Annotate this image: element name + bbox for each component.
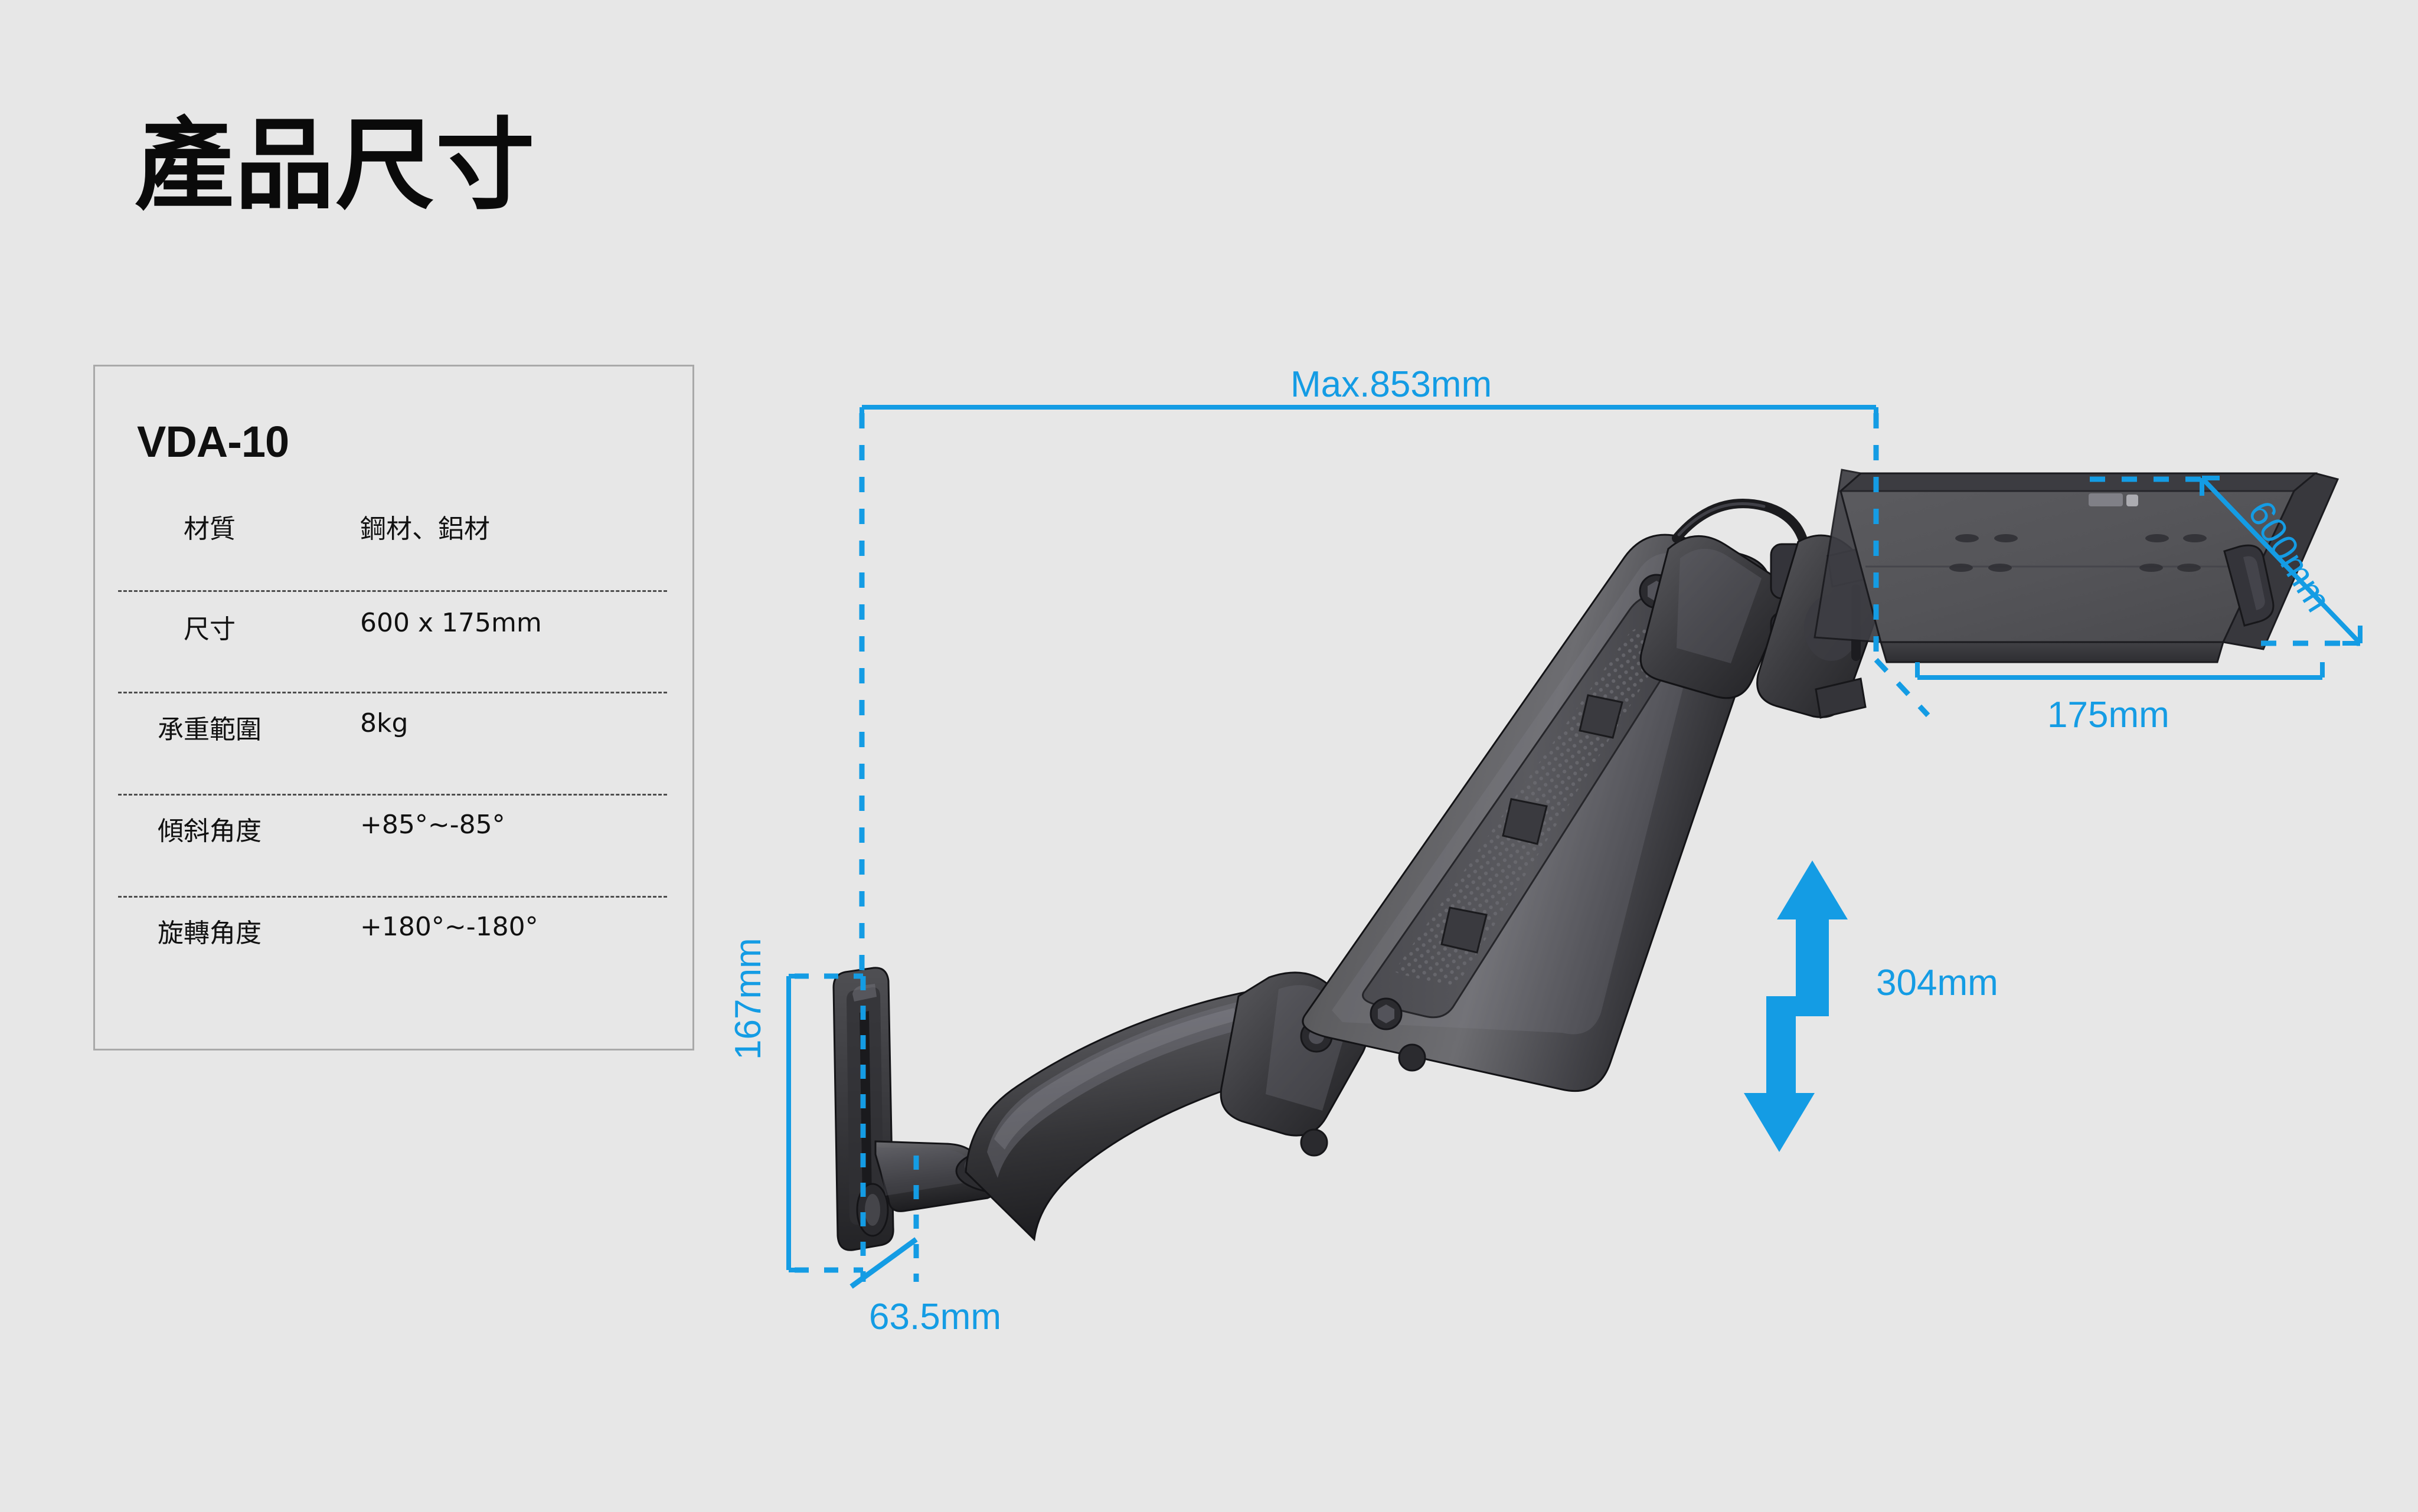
dimension-label-tray-width: 175mm [2047,695,2169,735]
dimension-tray-width: 175mm [1915,662,2325,735]
spec-value-size: 600 x 175mm [360,608,542,638]
dimension-vertical-travel: 304mm [1744,860,1998,1152]
spec-row-load: 承重範圍 8kg [118,708,667,806]
spec-panel [93,365,694,1050]
spec-divider-1 [118,590,667,592]
page-title: 產品尺寸 [135,107,536,223]
dimension-plate-height: 167mm [728,938,919,1282]
upper-gas-spring-arm [1302,534,1771,1092]
spec-label-load: 承重範圍 [158,715,262,745]
spec-row-size: 尺寸 600 x 175mm [118,608,667,706]
brand-mark-icon [2089,493,2138,506]
spec-value-rotation: +180°~-180° [360,912,538,942]
laptop-tray-plate [1814,469,2339,663]
spec-row-tilt: 傾斜角度 +85°~-85° [118,810,667,908]
spec-value-material: 鋼材、鋁材 [360,514,490,544]
spec-divider-3 [118,794,667,796]
spec-value-tilt: +85°~-85° [360,810,505,840]
spec-divider-4 [118,896,667,898]
dimension-label-plate-depth: 63.5mm [869,1297,1001,1337]
arrow-up-icon [1777,860,1848,1016]
spec-label-rotation: 旋轉角度 [158,918,262,948]
arrow-down-icon [1744,996,1815,1152]
dimension-plate-depth: 63.5mm [849,1237,1001,1337]
spec-value-load: 8kg [360,708,409,738]
spec-label-tilt: 傾斜角度 [158,816,262,846]
spec-row-rotation: 旋轉角度 +180°~-180° [118,912,667,1010]
spec-divider-2 [118,692,667,693]
vesa-screw-holes [1949,534,2207,572]
dimension-max-reach: Max.853mm [859,364,1930,975]
spec-label-size: 尺寸 [184,614,236,644]
spec-label-material: 材質 [184,514,236,544]
dimension-label-vertical-travel: 304mm [1876,963,1998,1003]
product-model-name: VDA-10 [137,417,289,466]
dimension-label-plate-height: 167mm [728,938,769,1060]
spec-row-material: 材質 鋼材、鋁材 [118,508,667,606]
dimension-label-max-reach: Max.853mm [1290,364,1492,405]
